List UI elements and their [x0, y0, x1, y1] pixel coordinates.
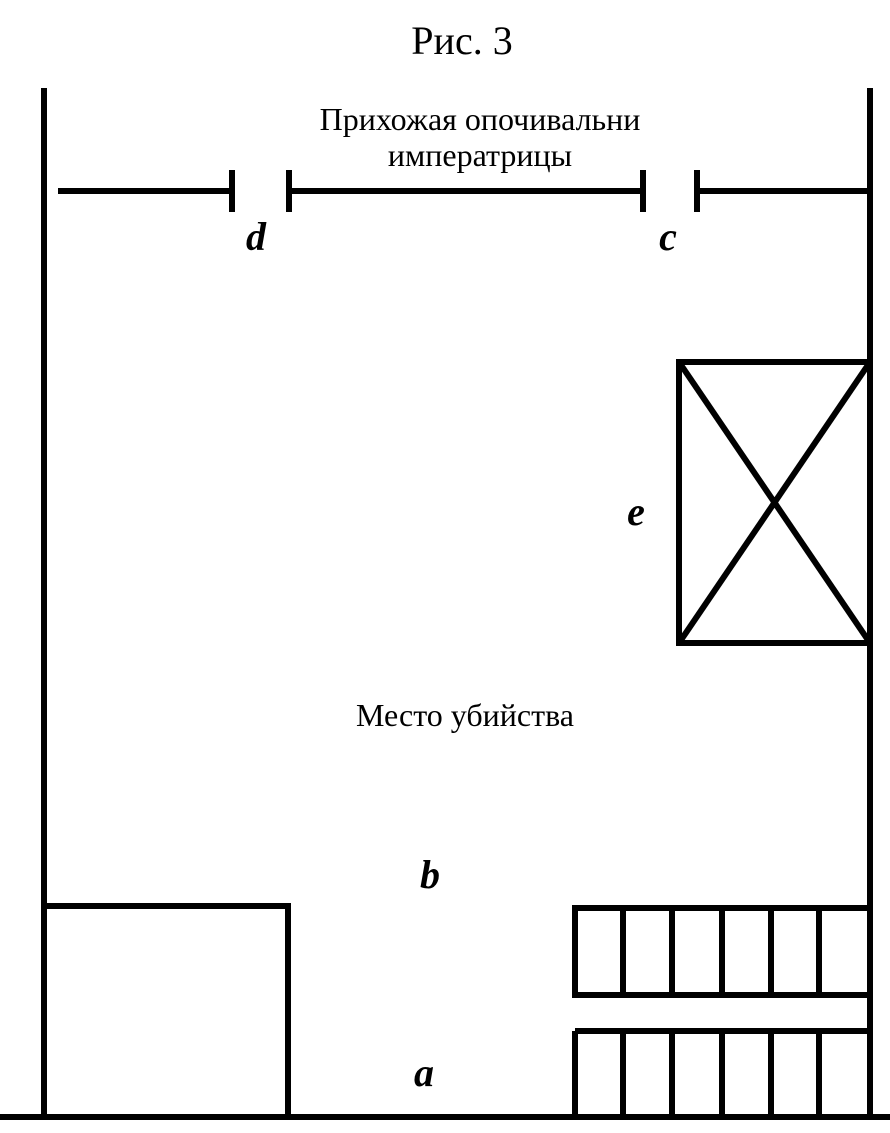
murder-place-label: Место убийства	[356, 697, 574, 733]
anteroom-label-line2: императрицы	[388, 137, 572, 173]
anteroom-label-line1: Прихожая опочивальни	[320, 101, 641, 137]
marker-e-label: e	[627, 489, 645, 534]
marker-a-label: a	[414, 1050, 434, 1095]
left-room-box	[41, 903, 291, 1120]
door-d-label: d	[246, 214, 267, 259]
marker-b-label: b	[420, 852, 440, 897]
figure-title: Рис. 3	[411, 18, 512, 63]
staircase-lower	[572, 1028, 870, 1117]
door-c-label: c	[659, 214, 677, 259]
box-e	[676, 359, 873, 646]
staircase-upper	[572, 905, 873, 998]
top-partition-wall	[58, 170, 870, 212]
